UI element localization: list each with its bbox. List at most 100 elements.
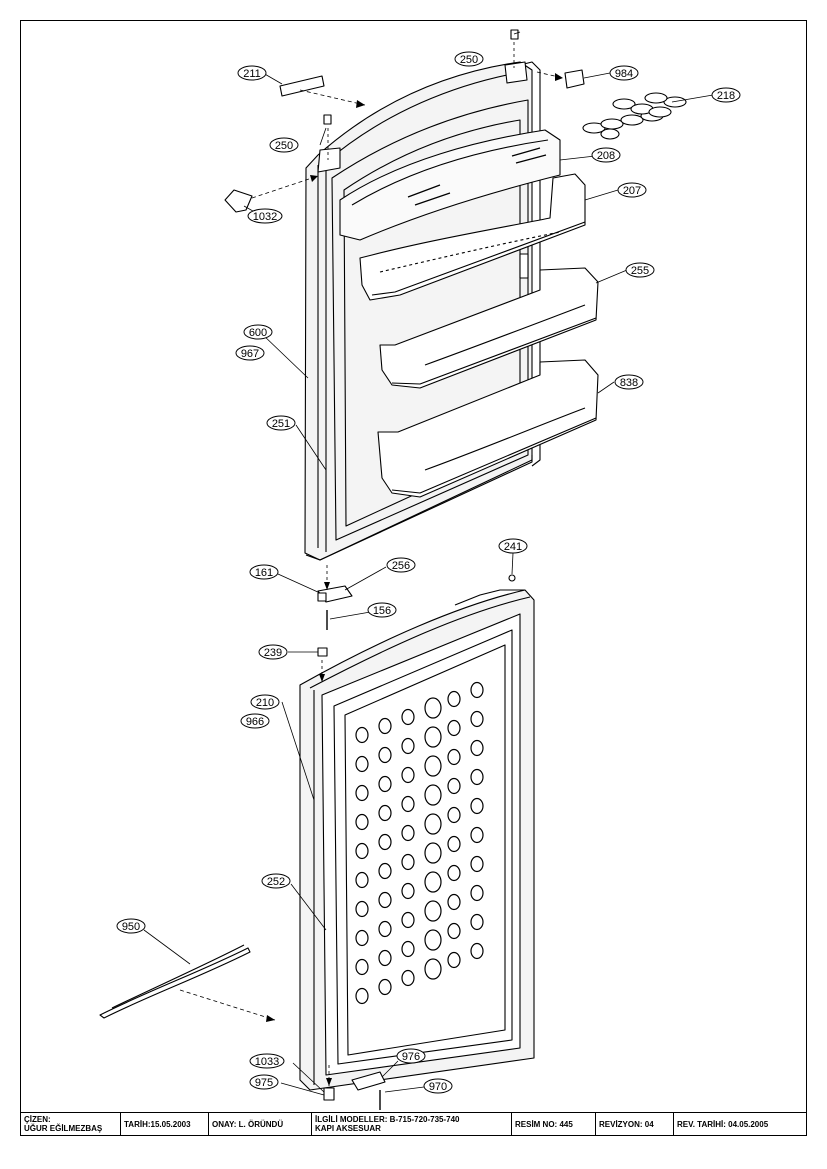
door-hole [470,855,484,873]
door-hole [470,768,484,786]
hinge-cover-1032 [224,189,253,213]
door-hole [470,942,484,960]
part-label-252: 252 [261,873,291,889]
svg-text:156: 156 [373,605,391,617]
approval-text: ONAY: L. ÖRÜNDÜ [212,1119,284,1129]
part-label-207: 207 [617,182,647,198]
revision-cell: REVİZYON: 04 [596,1113,674,1135]
door-hole [355,958,369,976]
svg-text:250: 250 [275,140,293,152]
door-hole [355,987,369,1005]
door-hole [447,748,461,766]
door-hole [401,940,415,958]
svg-text:984: 984 [615,68,633,80]
door-hole [378,920,392,938]
models-cell: İLGİLİ MODELLER: B-715-720-735-740 KAPI … [312,1113,512,1135]
door-hole [355,842,369,860]
door-hole [378,978,392,996]
door-hole [470,884,484,902]
door-hole [378,891,392,909]
door-hole [470,681,484,699]
part-label-208: 208 [591,147,621,163]
part-label-251: 251 [266,415,296,431]
door-hole [424,726,442,748]
door-hole [355,900,369,918]
approval-cell: ONAY: L. ÖRÜNDÜ [209,1113,312,1135]
lower-door [299,589,535,1091]
revision-date-text: REV. TARİHİ: 04.05.2005 [677,1119,769,1129]
svg-text:975: 975 [255,1077,273,1089]
part-name-text: KAPI AKSESUAR [315,1124,381,1133]
door-hole [378,746,392,764]
door-hole [355,726,369,744]
svg-text:250: 250 [460,54,478,66]
door-hole [355,784,369,802]
part-labels: 211 250 984 218 250 208 1032 207 255 600… [116,51,741,1094]
drawn-by-name: UĞUR EĞİLMEZBAŞ [24,1124,103,1133]
part-label-241: 241 [498,538,528,554]
door-hole [378,775,392,793]
part-label-950: 950 [116,918,146,934]
door-hole [401,853,415,871]
part-label-211: 211 [237,65,267,81]
door-hole [355,755,369,773]
svg-text:950: 950 [122,921,140,933]
drawn-by-cell: ÇİZEN: UĞUR EĞİLMEZBAŞ [21,1113,121,1135]
part-label-966: 966 [240,713,270,729]
svg-text:239: 239 [264,647,282,659]
svg-text:218: 218 [717,90,735,102]
door-hole [378,833,392,851]
date-text: TARİH:15.05.2003 [124,1119,191,1129]
part-label-1032: 1032 [247,208,283,224]
pin-250-left [323,114,332,125]
door-hole [424,958,442,980]
part-label-1033: 1033 [249,1053,285,1069]
svg-text:161: 161 [255,567,273,579]
svg-text:256: 256 [392,560,410,572]
door-hole [401,795,415,813]
door-hole [401,911,415,929]
part-label-600: 600 [243,324,273,340]
svg-text:600: 600 [249,327,267,339]
door-hole [401,766,415,784]
door-hole [470,913,484,931]
door-hole [424,871,442,893]
svg-text:1032: 1032 [253,211,277,223]
drawn-by-label: ÇİZEN: [24,1115,51,1124]
door-hole [424,813,442,835]
svg-text:976: 976 [402,1051,420,1063]
part-label-976: 976 [396,1048,426,1064]
door-hole [447,719,461,737]
svg-text:970: 970 [429,1081,447,1093]
door-hole [424,929,442,951]
drawing-no-cell: RESİM NO: 445 [512,1113,596,1135]
door-hole [401,882,415,900]
door-hole [355,871,369,889]
egg-tray [582,92,687,140]
part-label-256: 256 [386,557,416,573]
part-label-975: 975 [249,1074,279,1090]
door-hole [447,777,461,795]
hinge-cover-984 [564,69,585,89]
door-hole [470,710,484,728]
door-hole [447,922,461,940]
door-hole [424,784,442,806]
svg-text:211: 211 [243,68,261,80]
date-cell: TARİH:15.05.2003 [121,1113,209,1135]
svg-text:838: 838 [620,377,638,389]
part-label-967: 967 [235,345,265,361]
door-hole [447,864,461,882]
door-hole [470,739,484,757]
part-label-218: 218 [711,87,741,103]
door-hole [401,969,415,987]
svg-text:210: 210 [256,697,274,709]
door-hole [378,804,392,822]
revision-text: REVİZYON: 04 [599,1119,654,1129]
middle-hinge [317,574,516,657]
svg-text:252: 252 [267,876,285,888]
part-label-838: 838 [614,374,644,390]
door-hole [378,717,392,735]
door-hole [424,697,442,719]
door-hole [447,893,461,911]
